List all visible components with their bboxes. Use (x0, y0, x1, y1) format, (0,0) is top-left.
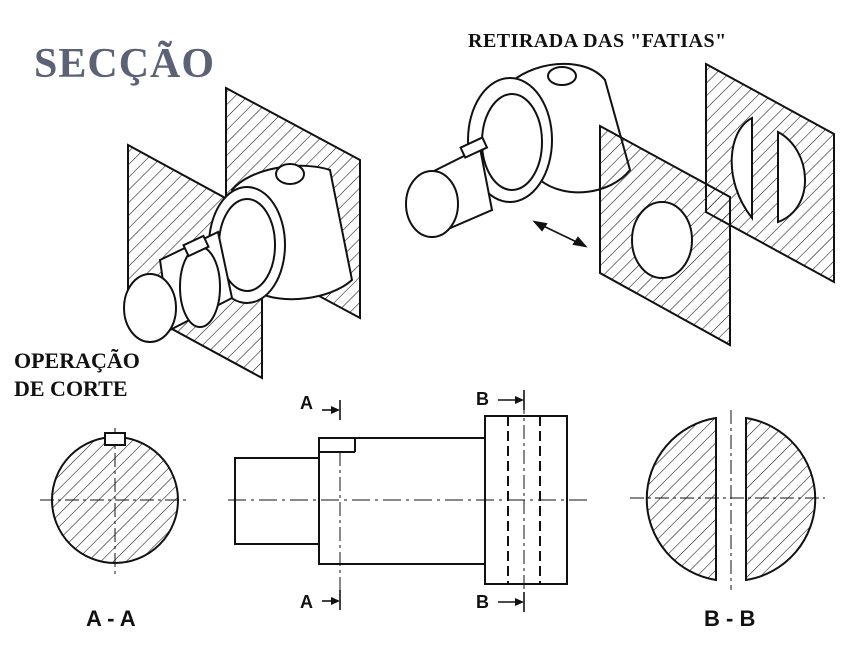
section-aa-circle (51, 436, 179, 564)
slice-plane-b (705, 62, 835, 284)
isometric-removal-view (405, 62, 835, 347)
isometric-section-view (123, 86, 361, 380)
mid-shaft-rect (318, 437, 486, 565)
small-shaft-rect (234, 457, 320, 545)
cut-marker-b-bottom: B (476, 592, 489, 612)
section-bb-left-half (645, 416, 717, 582)
section-bb-label: B - B (704, 606, 756, 631)
section-aa-label: A - A (86, 606, 136, 631)
operation-title-line1: OPERAÇÃO (14, 348, 140, 373)
cut-marker-a-top: A (300, 393, 313, 413)
collar-rect (484, 415, 568, 585)
cut-marker-a-bottom: A (300, 592, 313, 612)
slice-a-hole (631, 201, 693, 279)
section-bb-right-half (745, 416, 817, 582)
slice-b-right-half (777, 130, 806, 224)
section-aa-view (40, 428, 190, 575)
cut-marker-b-top: B (476, 389, 489, 409)
slice-b-left-half (730, 116, 753, 221)
operation-title: OPERAÇÃO DE CORTE (14, 347, 140, 403)
operation-title-line2: DE CORTE (14, 376, 128, 401)
section-bb-view (630, 410, 825, 590)
removal-title: RETIRADA DAS "FATIAS" (468, 30, 727, 52)
keyway-notch (104, 432, 126, 446)
main-title: SECÇÃO (34, 41, 216, 87)
front-view (228, 390, 590, 612)
